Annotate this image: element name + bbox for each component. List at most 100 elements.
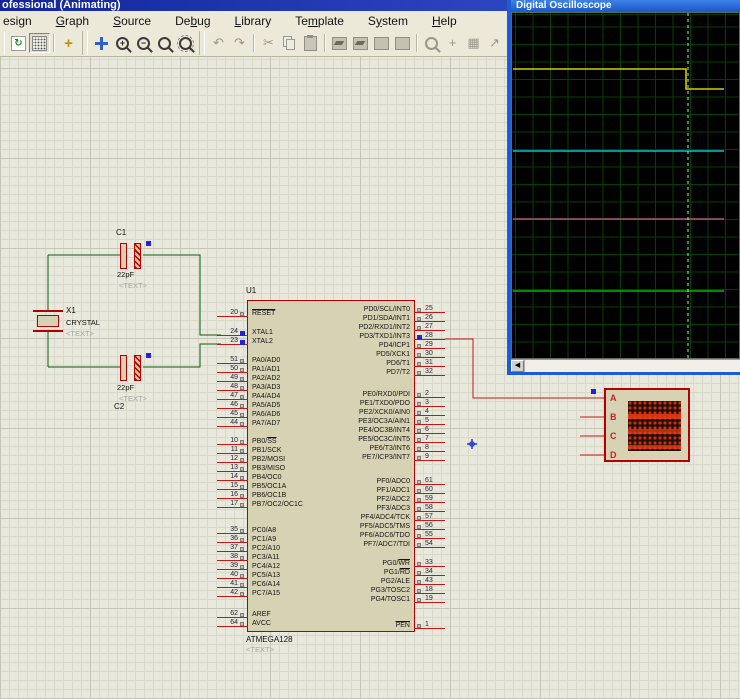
- pin-stub[interactable]: [217, 626, 248, 627]
- pin-stub[interactable]: [217, 453, 248, 454]
- pin-stub[interactable]: [217, 381, 248, 382]
- pin-stub[interactable]: [414, 442, 445, 443]
- pin-stub[interactable]: [217, 587, 248, 588]
- pick-parts-icon[interactable]: [421, 33, 442, 53]
- pin-stub[interactable]: [217, 426, 248, 427]
- grid-toggle-icon[interactable]: [29, 33, 50, 53]
- pin-stub[interactable]: [414, 493, 445, 494]
- scroll-track[interactable]: [524, 360, 740, 372]
- pin-stub[interactable]: [217, 489, 248, 490]
- pin-stub[interactable]: [414, 460, 445, 461]
- pan-icon[interactable]: [91, 33, 112, 53]
- redo-icon[interactable]: ↷: [229, 33, 250, 53]
- pin-stub[interactable]: [217, 480, 248, 481]
- pin-stub[interactable]: [217, 316, 248, 317]
- u1-body[interactable]: [247, 300, 415, 632]
- block-move-icon[interactable]: [350, 33, 371, 53]
- pin-stub[interactable]: [217, 596, 248, 597]
- c1-plate-right[interactable]: [134, 243, 141, 269]
- pin-stub[interactable]: [414, 357, 445, 358]
- pin-stub[interactable]: [217, 444, 248, 445]
- wire[interactable]: [445, 338, 604, 399]
- pin-stub[interactable]: [414, 502, 445, 503]
- u1-ref[interactable]: U1: [246, 286, 257, 295]
- oscilloscope-titlebar[interactable]: Digital Oscilloscope: [511, 0, 740, 12]
- paste-icon[interactable]: [300, 33, 321, 53]
- wire[interactable]: [143, 254, 221, 336]
- pin-stub[interactable]: [217, 344, 248, 345]
- copy-icon[interactable]: [279, 33, 300, 53]
- zoom-out-icon[interactable]: [133, 33, 154, 53]
- menu-system[interactable]: System: [368, 14, 408, 28]
- pin-stub[interactable]: [217, 408, 248, 409]
- menu-source[interactable]: Source: [113, 14, 151, 28]
- zoom-all-icon[interactable]: [154, 33, 175, 53]
- pin-stub[interactable]: [414, 520, 445, 521]
- pin-stub[interactable]: [414, 451, 445, 452]
- u1-part-number[interactable]: ATMEGA128: [246, 635, 293, 644]
- pin-stub[interactable]: [414, 584, 445, 585]
- c2-text[interactable]: <TEXT>: [119, 394, 147, 403]
- pin-stub[interactable]: [217, 542, 248, 543]
- u1-text[interactable]: <TEXT>: [246, 645, 274, 654]
- make-device-icon[interactable]: +: [442, 33, 463, 53]
- c2-plate-left[interactable]: [120, 355, 127, 381]
- c1-value[interactable]: 22pF: [117, 270, 135, 279]
- pin-stub[interactable]: [414, 593, 445, 594]
- menu-graph[interactable]: Graph: [56, 14, 89, 28]
- pin-stub[interactable]: [414, 330, 445, 331]
- pin-stub[interactable]: [217, 551, 248, 552]
- crystal-ref[interactable]: X1: [66, 306, 76, 315]
- crystal-text[interactable]: <TEXT>: [66, 329, 94, 338]
- pin-stub[interactable]: [217, 372, 248, 373]
- pin-stub[interactable]: [217, 617, 248, 618]
- pin-stub[interactable]: [414, 529, 445, 530]
- origin-icon[interactable]: +: [58, 33, 79, 53]
- c2-ref[interactable]: C2: [114, 402, 125, 411]
- pin-stub[interactable]: [414, 538, 445, 539]
- pin-stub[interactable]: [217, 498, 248, 499]
- crystal-body[interactable]: [37, 315, 59, 327]
- redraw-icon[interactable]: ↻: [8, 33, 29, 53]
- cut-icon[interactable]: ✂: [258, 33, 279, 53]
- pin-stub[interactable]: [414, 312, 445, 313]
- menu-design[interactable]: esign: [3, 14, 32, 28]
- block-delete-icon[interactable]: [392, 33, 413, 53]
- pin-stub[interactable]: [217, 471, 248, 472]
- zoom-area-icon[interactable]: [175, 33, 196, 53]
- scroll-left-icon[interactable]: ◀: [511, 360, 524, 372]
- pin-stub[interactable]: [414, 348, 445, 349]
- c2-value[interactable]: 22pF: [117, 383, 135, 392]
- menu-library[interactable]: Library: [235, 14, 272, 28]
- pin-stub[interactable]: [414, 566, 445, 567]
- c1-plate-left[interactable]: [120, 243, 127, 269]
- pin-stub[interactable]: [414, 339, 445, 340]
- pin-stub[interactable]: [414, 366, 445, 367]
- oscilloscope-scrollbar[interactable]: ◀: [511, 359, 740, 372]
- pin-stub[interactable]: [217, 417, 248, 418]
- pin-stub[interactable]: [414, 547, 445, 548]
- pin-stub[interactable]: [217, 335, 248, 336]
- pin-stub[interactable]: [217, 390, 248, 391]
- pin-stub[interactable]: [414, 415, 445, 416]
- c2-plate-right[interactable]: [134, 355, 141, 381]
- pin-stub[interactable]: [414, 397, 445, 398]
- pin-stub[interactable]: [414, 575, 445, 576]
- pin-stub[interactable]: [414, 511, 445, 512]
- pin-stub[interactable]: [217, 569, 248, 570]
- menu-help[interactable]: Help: [432, 14, 457, 28]
- menu-template[interactable]: Template: [295, 14, 344, 28]
- block-copy-icon[interactable]: [329, 33, 350, 53]
- oscilloscope-window[interactable]: Digital Oscilloscope ◀: [507, 0, 740, 375]
- packaging-icon[interactable]: ▦: [463, 33, 484, 53]
- pin-stub[interactable]: [414, 321, 445, 322]
- pin-stub[interactable]: [414, 424, 445, 425]
- app-titlebar[interactable]: ofessional (Animating): [0, 0, 740, 11]
- crystal-value[interactable]: CRYSTAL: [66, 318, 100, 327]
- c1-ref[interactable]: C1: [116, 228, 127, 237]
- pin-stub[interactable]: [217, 533, 248, 534]
- pin-stub[interactable]: [414, 433, 445, 434]
- pin-stub[interactable]: [217, 507, 248, 508]
- block-rotate-icon[interactable]: [371, 33, 392, 53]
- wire[interactable]: [143, 343, 221, 368]
